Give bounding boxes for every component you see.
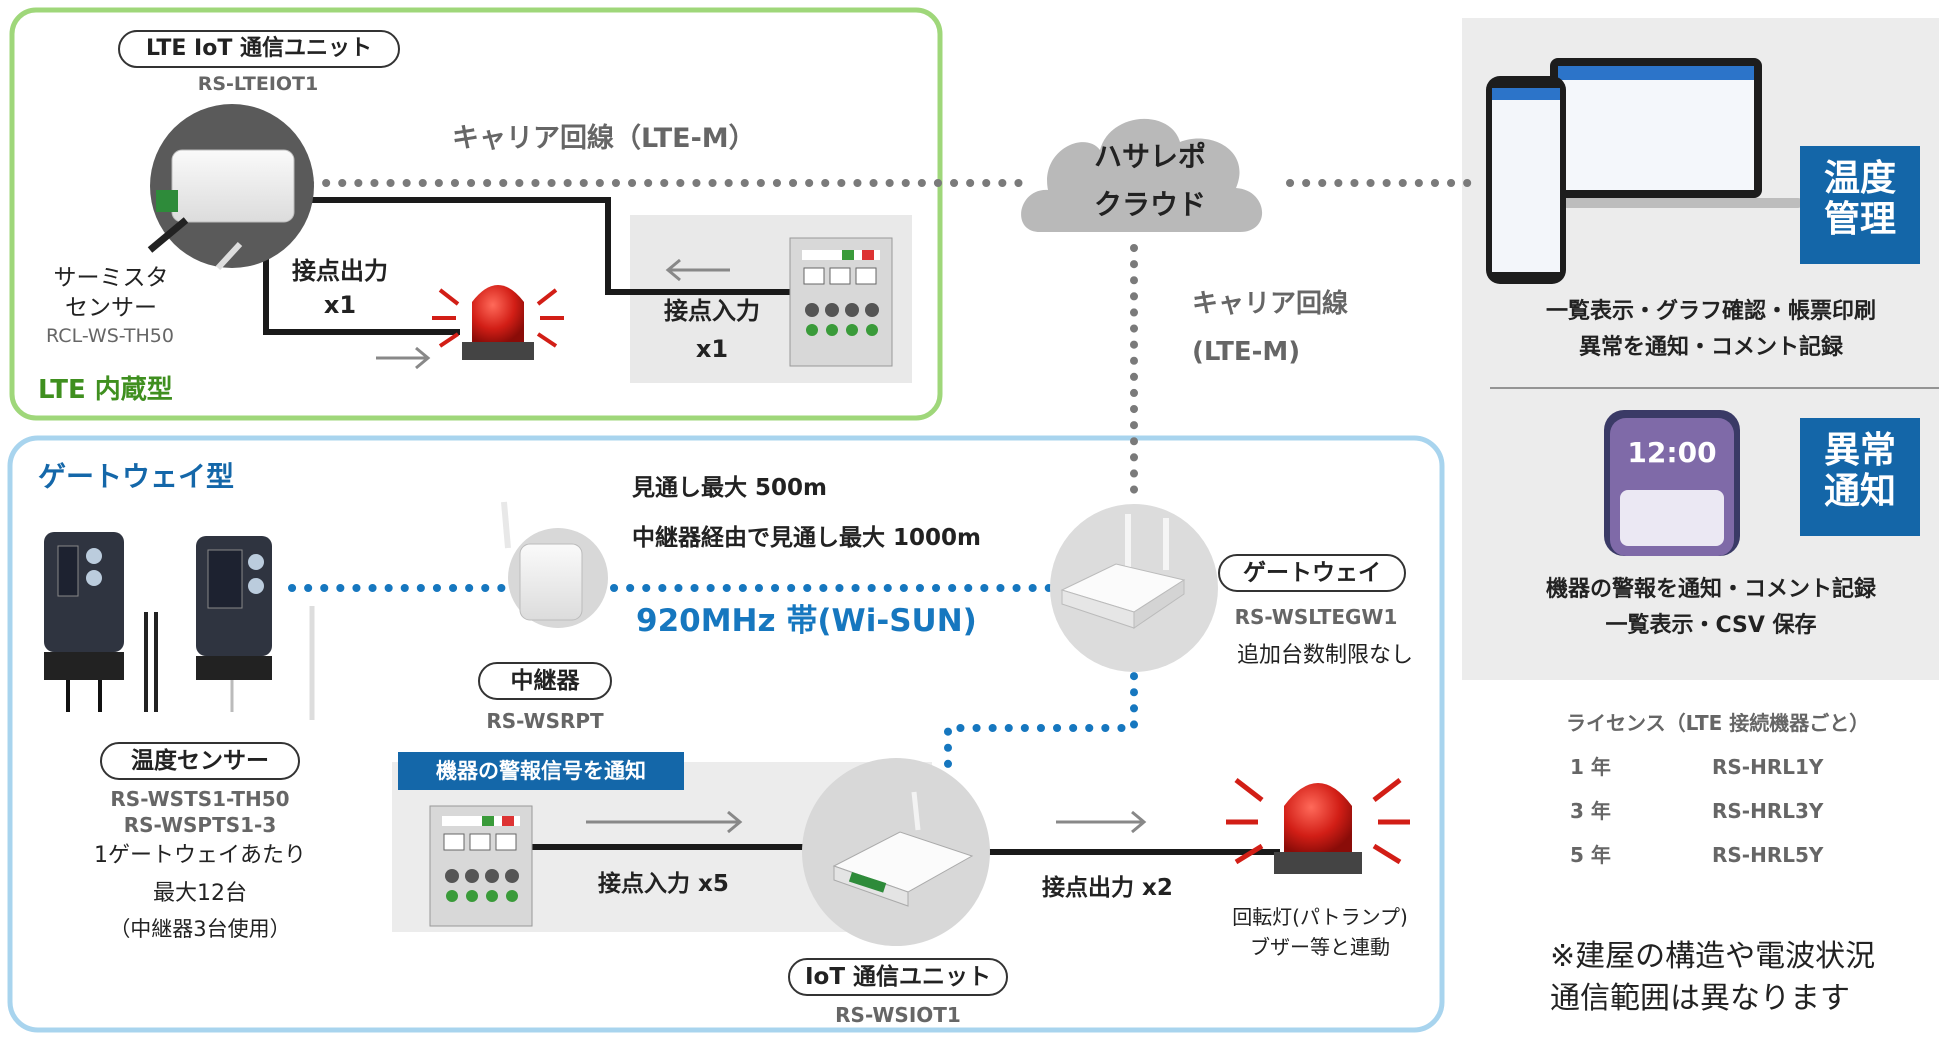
alarm-banner: 機器の警報信号を通知	[398, 752, 684, 790]
license-code-2: RS-HRL3Y	[1712, 799, 1824, 823]
lte-carrier-label: キャリア回線（LTE-M）	[452, 123, 756, 154]
sensor-model-2: RS-WSPTS1-3	[123, 813, 277, 837]
sensor-name-pill: 温度センサー	[100, 742, 300, 780]
cloud-carrier-2: (LTE-M)	[1192, 337, 1301, 367]
lte-type-label: LTE 内蔵型	[38, 375, 173, 405]
sensor-model-1: RS-WSTS1-TH50	[110, 787, 290, 811]
temp-badge: 温度 管理	[1800, 146, 1920, 264]
sensor-note-2: 最大12台	[153, 881, 247, 906]
cloud-carrier-1: キャリア回線	[1192, 289, 1349, 319]
gw-input-label: 接点入力 x5	[598, 871, 729, 897]
alert-desc-2: 一覧表示・CSV 保存	[1605, 613, 1817, 638]
gw-red-lamp	[1226, 778, 1410, 874]
sensor-note-1: 1ゲートウェイあたり	[94, 843, 306, 868]
notification-phone	[1604, 410, 1740, 556]
license-term-3: 5 年	[1570, 843, 1611, 867]
gw-output-label: 接点出力 x2	[1042, 875, 1173, 901]
lte-input-count: x1	[695, 335, 729, 363]
license-title: ライセンス（LTE 接続機器ごと）	[1566, 711, 1870, 735]
alert-desc-1: 機器の警報を通知・コメント記録	[1545, 577, 1876, 602]
temp-badge-line-2: 管理	[1823, 199, 1896, 241]
lte-sensor-name-1: サーミスタ	[53, 265, 169, 291]
license-term-1: 1 年	[1570, 755, 1611, 779]
footnote-1: ※建屋の構造や電波状況	[1550, 939, 1876, 974]
arrows	[376, 258, 1147, 834]
temp-badge-line-1: 温度	[1823, 158, 1896, 199]
iot-unit-model: RS-WSIOT1	[835, 1003, 961, 1027]
repeater-model: RS-WSRPT	[486, 709, 604, 733]
license-term-2: 3 年	[1570, 799, 1611, 823]
temp-desc-1: 一覧表示・グラフ確認・帳票印刷	[1545, 299, 1876, 324]
license-code-3: RS-HRL5Y	[1712, 843, 1824, 867]
lamp-label-2: ブザー等と連動	[1250, 935, 1390, 959]
alert-badge-line-2: 通知	[1823, 471, 1896, 513]
sensor-note-3: （中継器3台使用）	[109, 917, 291, 941]
repeater-name-pill: 中継器	[478, 662, 612, 700]
cloud-label-1: ハサレポ	[1093, 140, 1206, 173]
alert-badge-line-1: 異常	[1823, 430, 1896, 471]
lte-input-wire	[270, 197, 790, 295]
footnote-2: 通信範囲は異なります	[1550, 981, 1850, 1016]
wisun-link-iot	[944, 656, 1138, 824]
iot-unit-photo	[802, 758, 990, 946]
lte-sensor-model: RCL-WS-TH50	[46, 325, 174, 347]
lte-output-count: x1	[323, 291, 357, 319]
lte-input-label: 接点入力	[664, 297, 760, 325]
cloud-shape	[1021, 118, 1263, 232]
lte-red-lamp	[432, 285, 564, 360]
gw-range-2: 中継器経由で見通し最大 1000m	[632, 525, 981, 551]
phone-time: 12:00	[1627, 436, 1717, 469]
wireless-temp-sensors	[44, 532, 315, 720]
lte-sensor-name-2: センサー	[65, 295, 157, 321]
gateway-name-pill: ゲートウェイ	[1218, 554, 1406, 592]
gw-band-label: 920MHz 帯(Wi-SUN)	[636, 603, 977, 639]
gateway-model: RS-WSLTEGW1	[1234, 605, 1398, 629]
lamp-label-1: 回転灯(パトランプ)	[1232, 905, 1408, 929]
gateway-note: 追加台数制限なし	[1236, 643, 1413, 668]
gw-range-1: 見通し最大 500m	[632, 475, 827, 501]
iot-unit-name-pill: IoT 通信ユニット	[788, 958, 1008, 996]
temp-desc-2: 異常を通知・コメント記録	[1578, 335, 1843, 360]
lte-control-panel	[789, 237, 893, 367]
gw-type-label: ゲートウェイ型	[38, 460, 235, 493]
lte-unit-name-pill: LTE IoT 通信ユニット	[118, 30, 400, 68]
lte-unit-model: RS-LTEIOT1	[197, 73, 319, 95]
gateway-photo	[1050, 504, 1218, 672]
repeater-photo	[501, 501, 608, 628]
gw-control-panel	[429, 805, 533, 927]
lte-output-label: 接点出力	[292, 257, 388, 285]
license-code-1: RS-HRL1Y	[1712, 755, 1824, 779]
dashboard-devices	[1486, 58, 1802, 284]
alert-badge: 異常 通知	[1800, 418, 1920, 536]
cloud-label-2: クラウド	[1093, 188, 1206, 221]
